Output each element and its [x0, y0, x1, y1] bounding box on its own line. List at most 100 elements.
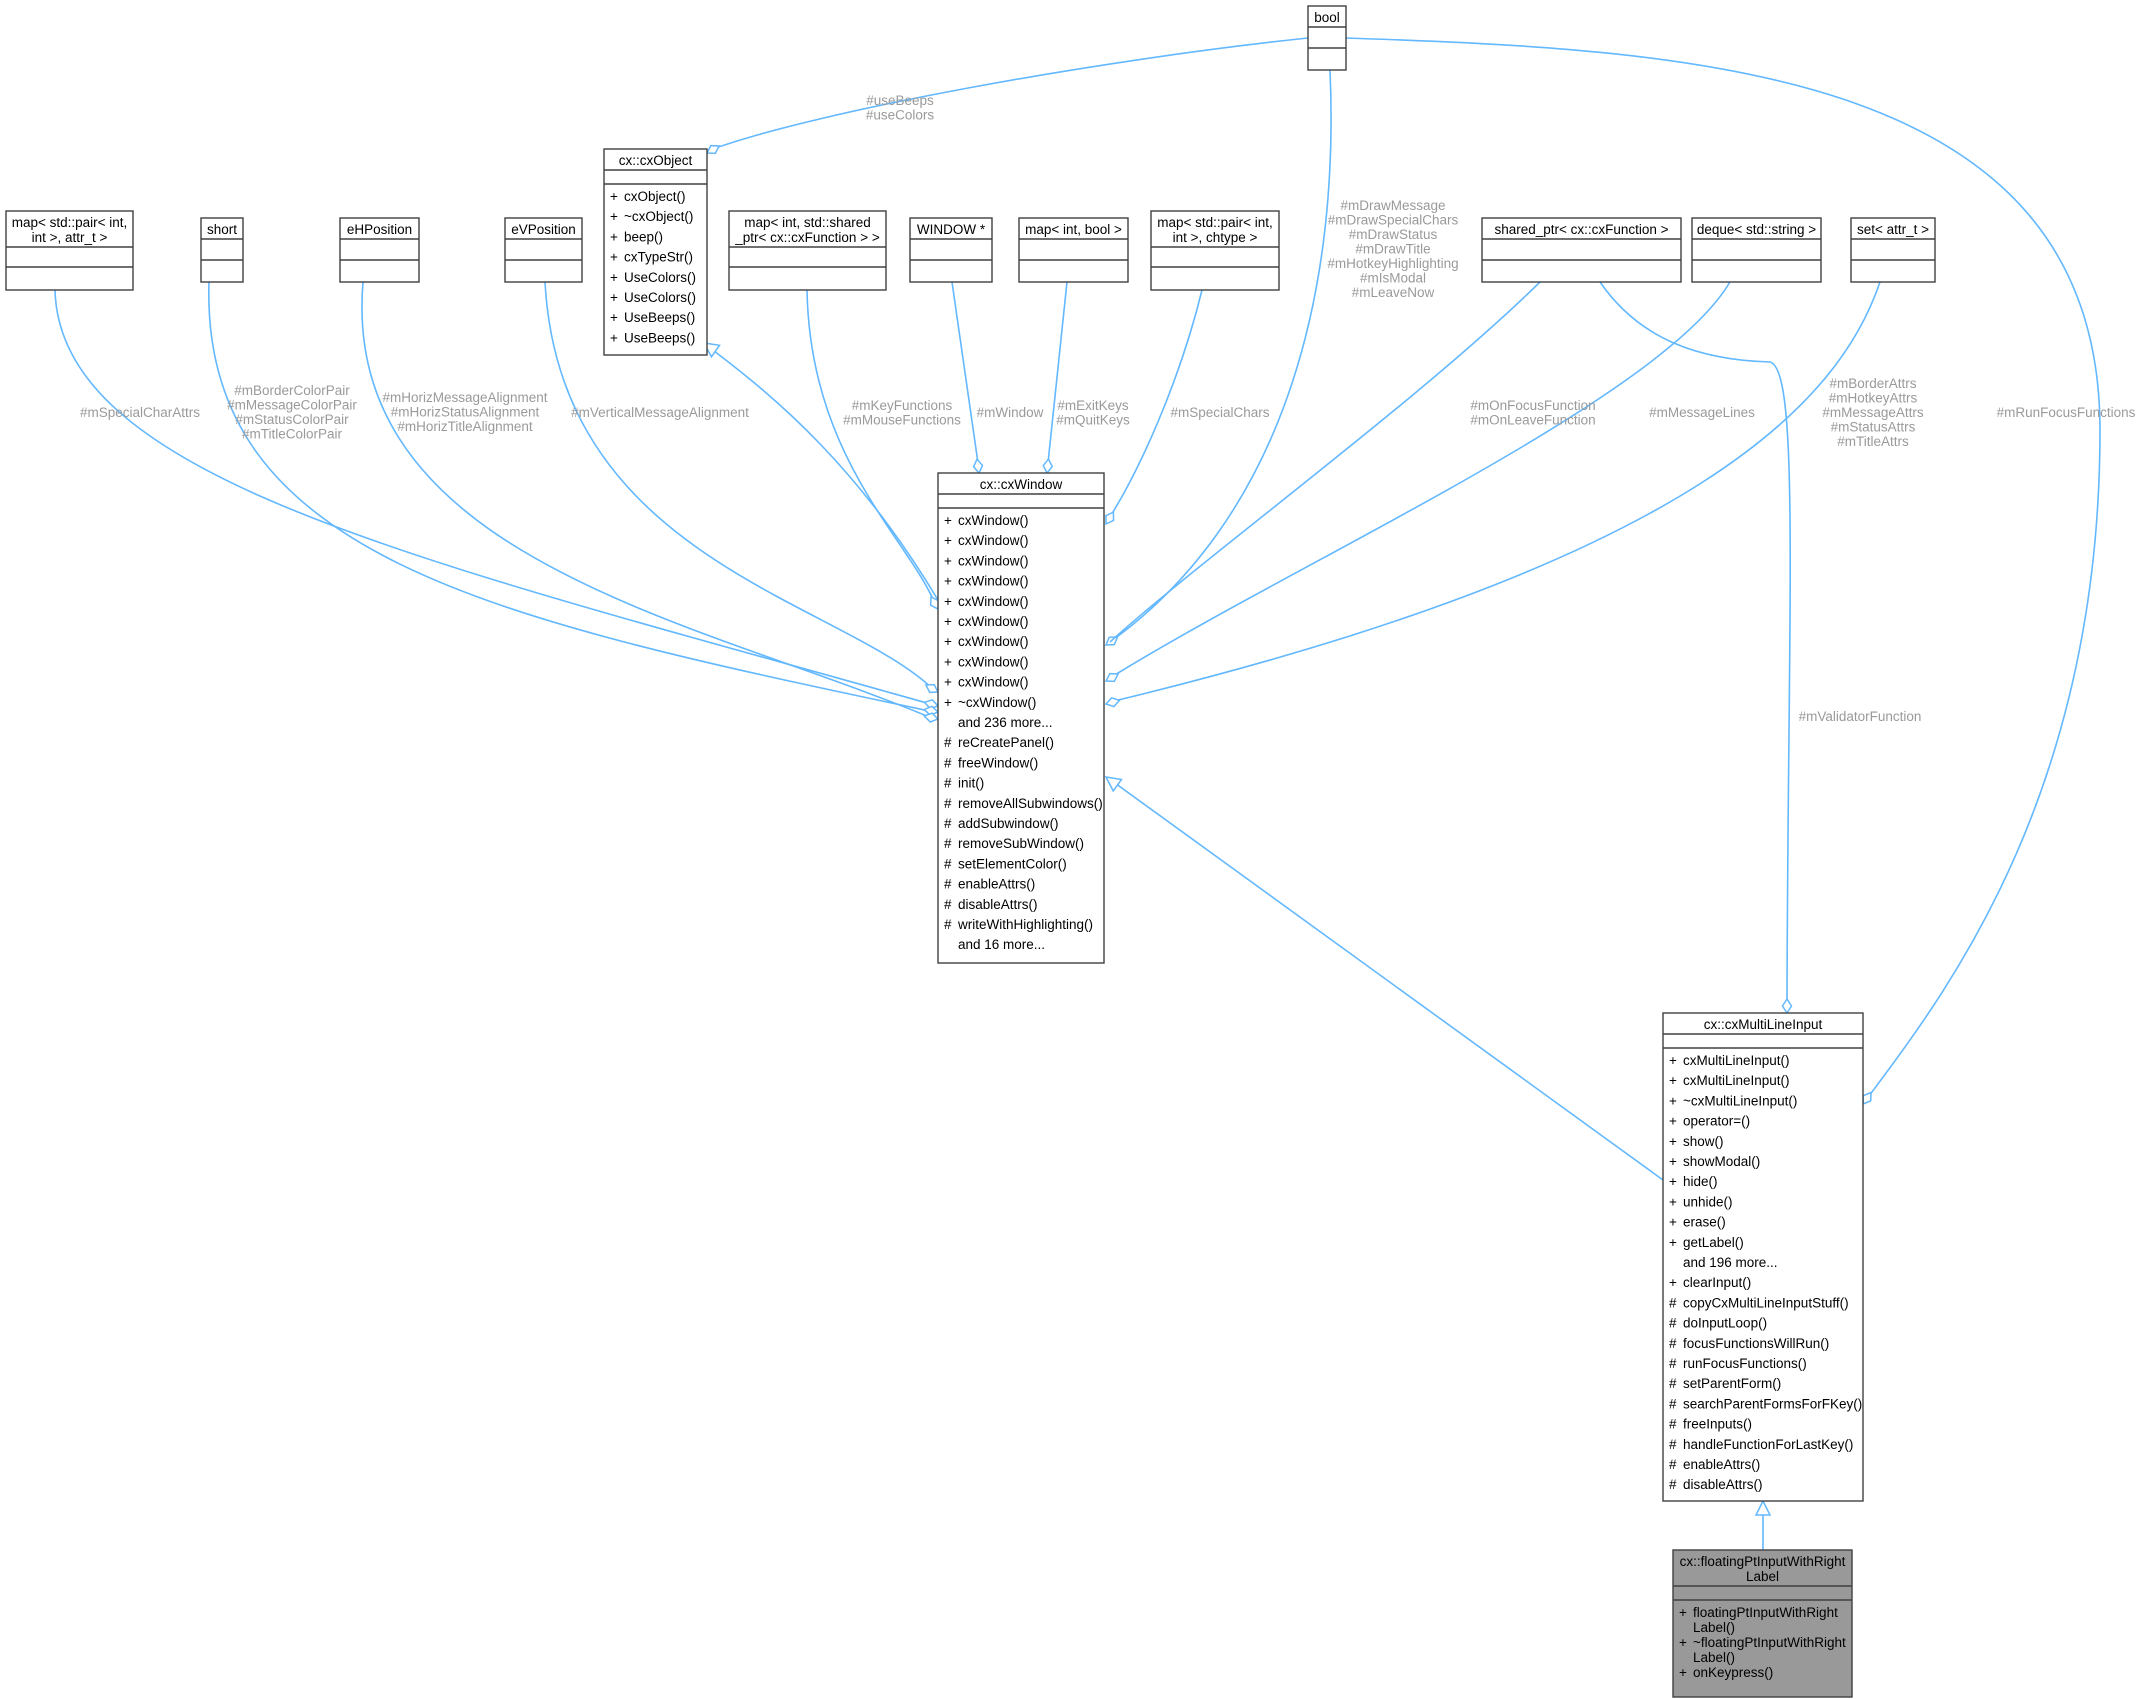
class-box-frame	[339, 217, 420, 283]
aggregation-diamond	[1042, 457, 1054, 475]
member-visibility: +	[944, 553, 952, 568]
member-item: cxWindow()	[958, 654, 1029, 669]
class-mapIntBool: map< int, bool >	[1018, 217, 1129, 283]
member-visibility: +	[1669, 1235, 1677, 1250]
member-visibility: #	[944, 796, 952, 811]
member-visibility: +	[1669, 1114, 1677, 1129]
member-visibility: #	[1669, 1336, 1677, 1351]
edge-label-line: #mSpecialCharAttrs	[80, 405, 200, 420]
edge-label-line: #mQuitKeys	[1056, 413, 1130, 428]
member-item: focusFunctionsWillRun()	[1683, 1336, 1829, 1351]
member-visibility: +	[944, 594, 952, 609]
edge-mapintbool-cxwindow	[1047, 281, 1068, 464]
member-item: doInputLoop()	[1683, 1316, 1767, 1331]
member-item: Label()	[1693, 1650, 1735, 1665]
label-specialcharattrs: #mSpecialCharAttrs	[80, 405, 200, 420]
member-item: floatingPtInputWithRight	[1693, 1605, 1838, 1620]
member-visibility: +	[944, 654, 952, 669]
member-visibility: +	[610, 330, 618, 345]
member-item: operator=()	[1683, 1114, 1750, 1129]
class-setAttr: set< attr_t >	[1850, 217, 1936, 283]
member-item: cxWindow()	[958, 675, 1029, 690]
member-visibility: +	[610, 250, 618, 265]
member-item: cxWindow()	[958, 634, 1029, 649]
label-attrs: #mBorderAttrs#mHotkeyAttrs#mMessageAttrs…	[1822, 376, 1924, 449]
inheritance-arrow	[1754, 1499, 1772, 1516]
edge-label-line: #mBorderAttrs	[1829, 376, 1916, 391]
class-eHPosition: eHPosition	[339, 217, 420, 283]
class-title: bool	[1314, 10, 1340, 25]
class-box-frame	[5, 210, 134, 291]
inheritance-arrow	[1104, 776, 1123, 793]
class-title: WINDOW *	[917, 222, 986, 237]
member-item: ~cxMultiLineInput()	[1683, 1093, 1797, 1108]
class-title: Label	[1746, 1569, 1779, 1584]
class-box-frame	[1850, 217, 1936, 283]
member-item: showModal()	[1683, 1154, 1760, 1169]
member-item: erase()	[1683, 1215, 1726, 1230]
class-title: map< std::pair< int,	[12, 215, 128, 230]
label-colorpairs: #mBorderColorPair#mMessageColorPair#mSta…	[227, 383, 357, 442]
member-visibility: +	[610, 189, 618, 204]
member-visibility: #	[944, 776, 952, 791]
edge-label-line: #mKeyFunctions	[852, 398, 953, 413]
member-visibility: +	[944, 634, 952, 649]
member-visibility: #	[1669, 1396, 1677, 1411]
member-item: cxWindow()	[958, 614, 1029, 629]
member-visibility: #	[1669, 1477, 1677, 1492]
member-item: unhide()	[1683, 1194, 1733, 1209]
class-title: set< attr_t >	[1857, 222, 1929, 237]
class-box-frame	[1672, 1549, 1853, 1698]
class-title: _ptr< cx::cxFunction > >	[734, 230, 880, 245]
edge-label-line: #useColors	[866, 108, 935, 123]
edge-sharedptr-multiline	[1599, 281, 1792, 1004]
member-visibility: +	[1669, 1154, 1677, 1169]
label-boolflags: #mDrawMessage#mDrawSpecialChars#mDrawSta…	[1327, 198, 1458, 300]
class-WINDOW: WINDOW *	[909, 217, 993, 283]
class-box-frame	[1662, 1012, 1864, 1502]
member-item: cxWindow()	[958, 533, 1029, 548]
class-box-frame	[937, 472, 1105, 964]
member-visibility: +	[1669, 1215, 1677, 1230]
member-item: freeWindow()	[958, 755, 1038, 770]
class-title: cx::floatingPtInputWithRight	[1680, 1554, 1846, 1569]
member-item: getLabel()	[1683, 1235, 1744, 1250]
member-item: UseColors()	[624, 270, 696, 285]
class-title: map< int, std::shared	[744, 215, 870, 230]
member-visibility: +	[1669, 1073, 1677, 1088]
member-item: cxTypeStr()	[624, 250, 693, 265]
member-item: disableAttrs()	[958, 897, 1038, 912]
edge-label-line: #mHorizMessageAlignment	[382, 390, 547, 405]
class-box-frame	[728, 210, 887, 291]
member-item: UseBeeps()	[624, 310, 695, 325]
member-visibility: +	[944, 533, 952, 548]
member-visibility: #	[1669, 1356, 1677, 1371]
member-visibility: #	[1669, 1417, 1677, 1432]
member-item: hide()	[1683, 1174, 1718, 1189]
edge-multiline-cxwindow	[1107, 777, 1664, 1181]
member-visibility: +	[944, 675, 952, 690]
class-box-frame	[504, 217, 583, 283]
aggregation-diamond	[1781, 997, 1793, 1015]
edge-mappairattr-cxwindow	[54, 289, 935, 706]
member-visibility: #	[1669, 1295, 1677, 1310]
aggregation-diamond	[972, 457, 984, 475]
edge-mappairchtype-cxwindow	[1107, 289, 1203, 521]
edge-bool-multiline	[1345, 37, 2101, 1101]
edge-label-line: #mLeaveNow	[1352, 285, 1435, 300]
member-visibility: +	[610, 229, 618, 244]
edge-label-line: #mRunFocusFunctions	[1997, 405, 2136, 420]
member-visibility: +	[1679, 1665, 1687, 1680]
member-item: setElementColor()	[958, 856, 1067, 871]
member-visibility: +	[944, 513, 952, 528]
member-item: removeSubWindow()	[958, 836, 1084, 851]
edge-label-line: #mMessageLines	[1649, 405, 1755, 420]
member-visibility: +	[610, 290, 618, 305]
aggregation-diamond	[924, 683, 940, 694]
edge-label-line: #mWindow	[977, 405, 1044, 420]
member-item: init()	[958, 776, 984, 791]
label-keyfunctions: #mKeyFunctions#mMouseFunctions	[843, 398, 961, 428]
member-item: ~floatingPtInputWithRight	[1693, 1635, 1846, 1650]
edge-label-line: #mOnFocusFunction	[1470, 398, 1595, 413]
